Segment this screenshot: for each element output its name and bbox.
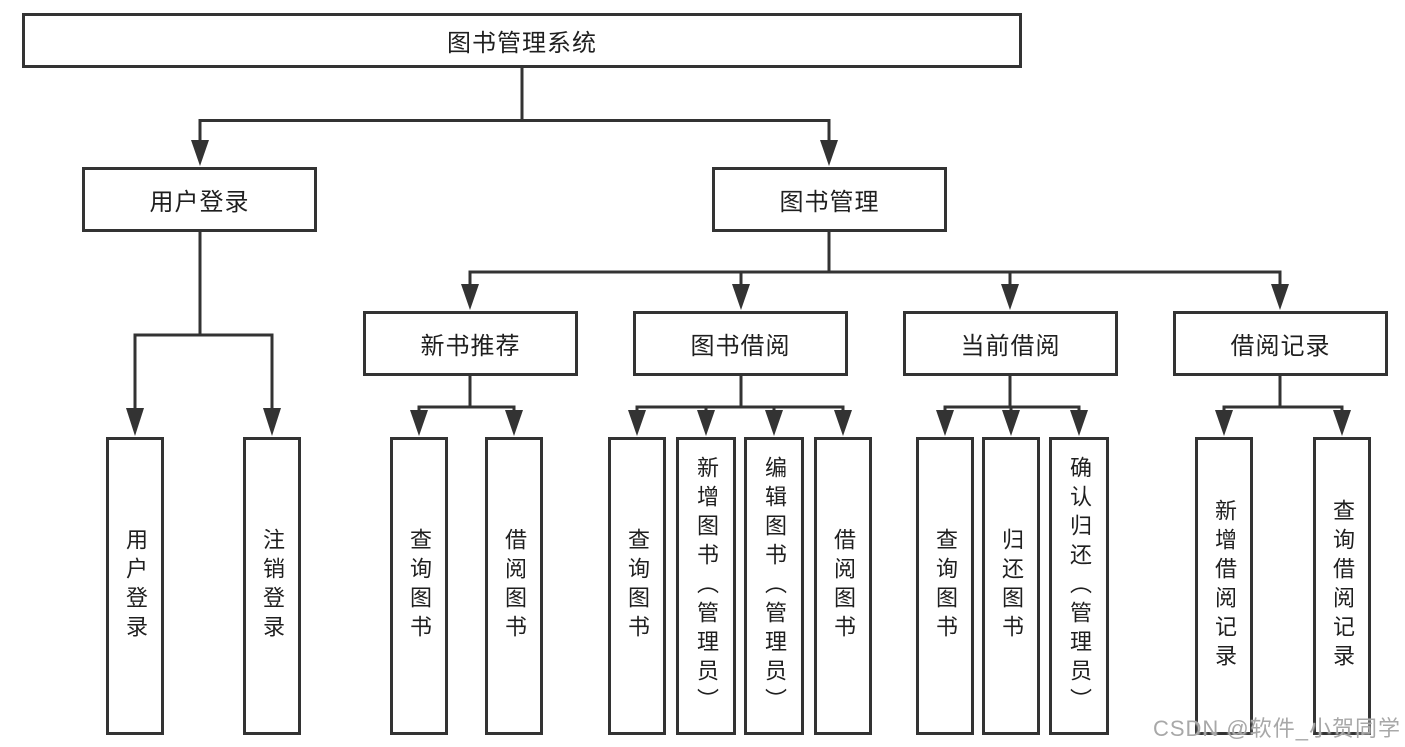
node-label: 借阅记录 [1230, 333, 1331, 360]
node-label: 图书借阅 [690, 333, 791, 360]
node-leaf-query-books-current: 查询图书 [916, 437, 974, 735]
node-label: 确认归还（管理员） [1067, 455, 1092, 717]
node-label: 查询图书 [625, 528, 650, 644]
node-label: 编辑图书（管理员） [762, 455, 787, 717]
node-leaf-query-books-borrow: 查询图书 [608, 437, 666, 735]
node-book-mgmt: 图书管理 [712, 167, 947, 232]
arrowhead-icons [126, 140, 1351, 436]
node-label: 用户登录 [123, 528, 148, 644]
node-label: 借阅图书 [502, 528, 527, 644]
node-user-login: 用户登录 [82, 167, 317, 232]
node-label: 用户登录 [149, 189, 250, 216]
node-label: 归还图书 [999, 528, 1024, 644]
node-label: 图书管理 [779, 189, 880, 216]
node-label: 当前借阅 [960, 333, 1061, 360]
node-leaf-add-borrow-record: 新增借阅记录 [1195, 437, 1253, 735]
node-current-borrow: 当前借阅 [903, 311, 1118, 376]
node-book-borrow: 图书借阅 [633, 311, 848, 376]
node-leaf-borrow-books: 借阅图书 [814, 437, 872, 735]
csdn-watermark: CSDN @软件_小贺同学 [1152, 716, 1401, 741]
node-leaf-add-books-admin: 新增图书（管理员） [676, 437, 736, 735]
node-leaf-logout: 注销登录 [243, 437, 301, 735]
node-label: 查询图书 [933, 528, 958, 644]
node-leaf-confirm-return-admin: 确认归还（管理员） [1049, 437, 1109, 735]
node-label: 新增图书（管理员） [694, 455, 719, 717]
node-new-books: 新书推荐 [363, 311, 578, 376]
node-label: 借阅图书 [831, 528, 856, 644]
node-label: 注销登录 [260, 528, 285, 644]
node-leaf-user-login: 用户登录 [106, 437, 164, 735]
node-leaf-edit-books-admin: 编辑图书（管理员） [744, 437, 804, 735]
node-leaf-query-books-newbooks: 查询图书 [390, 437, 448, 735]
node-label: 查询图书 [407, 528, 432, 644]
node-label: 新增借阅记录 [1212, 499, 1237, 673]
node-borrow-records: 借阅记录 [1173, 311, 1388, 376]
node-label: 新书推荐 [420, 333, 521, 360]
node-leaf-return-books: 归还图书 [982, 437, 1040, 735]
node-label: 查询借阅记录 [1330, 499, 1355, 673]
node-root: 图书管理系统 [22, 13, 1022, 68]
node-label: 图书管理系统 [447, 30, 597, 57]
node-leaf-query-borrow-record: 查询借阅记录 [1313, 437, 1371, 735]
node-leaf-borrow-books-newbooks: 借阅图书 [485, 437, 543, 735]
